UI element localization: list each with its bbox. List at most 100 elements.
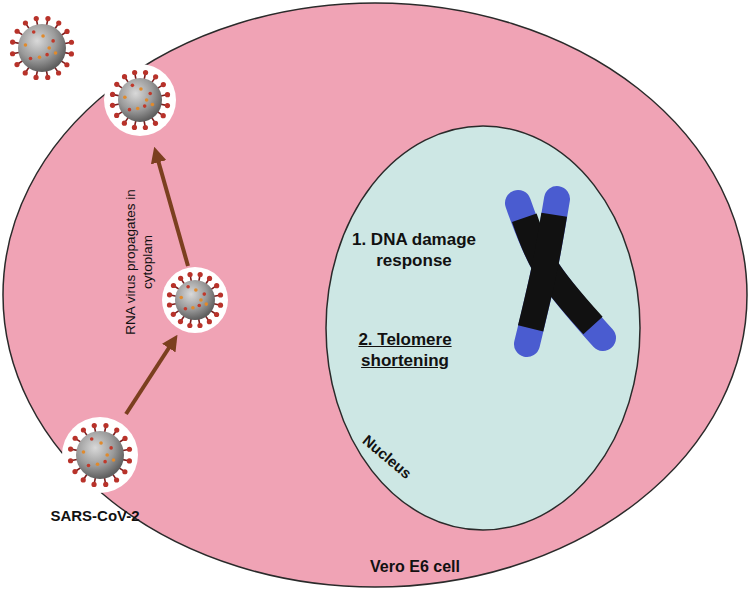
surface-protein — [38, 55, 42, 59]
spike-head — [207, 276, 212, 281]
surface-protein — [41, 34, 45, 38]
virus-body — [118, 78, 162, 122]
surface-protein — [139, 87, 143, 91]
spike-head — [103, 482, 108, 487]
spike-head — [187, 272, 192, 277]
spike-head — [23, 20, 28, 25]
surface-protein — [45, 53, 49, 57]
surface-protein — [54, 51, 58, 55]
spike-head — [127, 447, 132, 452]
surface-protein — [191, 306, 195, 310]
finding-text: 2. Telomere shortening — [330, 329, 480, 372]
spike-head — [45, 75, 50, 80]
spike-head — [110, 92, 115, 97]
spike-head — [218, 303, 223, 308]
nucleus: 1. DNA damage response 2. Telomere shorte… — [325, 125, 641, 531]
spike-head — [198, 272, 203, 277]
spike-head — [10, 39, 15, 44]
spike-head — [81, 477, 86, 482]
spike-head — [132, 70, 137, 75]
spike-head — [178, 276, 183, 281]
surface-protein — [29, 57, 33, 61]
spike-head — [68, 446, 73, 451]
surface-protein — [109, 446, 113, 450]
spike-head — [171, 283, 176, 288]
spike-head — [64, 29, 69, 34]
spike-head — [69, 40, 74, 45]
surface-protein — [96, 462, 100, 466]
virus-body — [175, 280, 215, 320]
spike-head — [214, 312, 219, 317]
spike-head — [72, 469, 77, 474]
virus — [10, 16, 74, 80]
surface-protein — [47, 46, 51, 50]
spike-head — [10, 51, 15, 56]
spike-head — [161, 82, 166, 87]
surface-protein — [103, 460, 107, 464]
spike-head — [122, 121, 127, 126]
virus-body — [76, 431, 124, 479]
surface-protein — [204, 302, 208, 306]
spike-head — [218, 292, 223, 297]
spike-head — [114, 113, 119, 118]
nucleus-outline — [325, 125, 641, 531]
virus-body — [18, 24, 66, 72]
finding-text: 1. DNA damage response — [339, 229, 489, 272]
text-slot: Nucleus — [351, 424, 423, 490]
spike-head — [23, 70, 28, 75]
spike-head — [171, 312, 176, 317]
surface-protein — [87, 464, 91, 468]
text-slot: 2. Telomere shortening — [330, 325, 480, 375]
vesicle — [104, 64, 176, 136]
spike-head — [110, 103, 115, 108]
virus — [110, 70, 170, 130]
spike-head — [114, 82, 119, 87]
spike-head — [153, 74, 158, 79]
spike-head — [165, 103, 170, 108]
surface-protein — [184, 307, 188, 311]
spike-head — [167, 292, 172, 297]
surface-protein — [202, 292, 206, 296]
spike-head — [34, 16, 39, 21]
spike-head — [14, 62, 19, 67]
spike-head — [68, 458, 73, 463]
surface-protein — [143, 104, 147, 108]
spike-head — [122, 436, 127, 441]
surface-protein — [197, 304, 201, 308]
spike-head — [143, 125, 148, 130]
spike-head — [81, 427, 86, 432]
surface-protein — [186, 285, 190, 289]
label-slot: SARS-CoV-2 — [35, 505, 155, 527]
cell-membrane — [3, 3, 747, 587]
surface-protein — [123, 96, 127, 100]
spike-head — [114, 428, 119, 433]
spike-head — [15, 29, 20, 34]
surface-protein — [24, 43, 28, 47]
spike-head — [103, 423, 108, 428]
surface-protein — [179, 296, 183, 300]
spike-head — [69, 51, 74, 56]
spike-head — [161, 113, 166, 118]
label-slot: RNA virus propagates in cytoplam — [122, 172, 158, 352]
surface-protein — [136, 107, 140, 111]
spike-head — [45, 16, 50, 21]
spike-head — [122, 469, 127, 474]
spike-head — [197, 323, 202, 328]
surface-protein — [82, 450, 86, 454]
virus — [68, 423, 132, 487]
vesicle — [162, 267, 228, 333]
surface-protein — [51, 39, 55, 43]
spike-head — [178, 319, 183, 324]
surface-protein — [90, 437, 94, 441]
surface-protein — [194, 288, 198, 292]
spike-head — [56, 70, 61, 75]
spike-head — [132, 125, 137, 130]
spike-head — [143, 70, 148, 75]
spike-head — [214, 283, 219, 288]
cell-label: Vero E6 cell — [370, 557, 460, 577]
spike-head — [33, 75, 38, 80]
spike-head — [167, 302, 172, 307]
surface-protein — [32, 30, 36, 34]
